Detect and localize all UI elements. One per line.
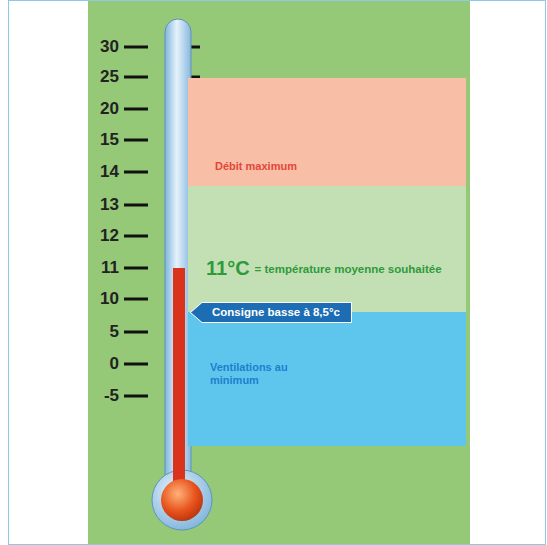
band-label: Ventilations au minimum [210,361,310,386]
scale-value: 0 [110,354,119,374]
scale-value: 10 [100,289,119,309]
scale-value: 12 [100,226,119,246]
mercury-bulb [161,479,203,521]
tick [124,171,148,174]
tick [124,76,148,79]
tick [124,267,148,270]
tick [124,108,148,111]
arrow-outline [191,303,352,323]
tick [124,298,148,301]
tick [124,395,148,398]
temperature-band: Débit maximum [188,78,466,186]
scale-value: 20 [100,99,119,119]
scale-value: 14 [100,162,119,182]
tick [124,139,148,142]
temperature-band: 11°C = température moyenne souhaitée [188,186,466,312]
scale-value: 13 [100,195,119,215]
scale-value: -5 [104,386,119,406]
band-label: Consigne basse à 8,5°c [212,306,340,319]
scale-value: 15 [100,130,119,150]
green-panel [88,1,470,544]
scale-value: 5 [110,322,119,342]
tick [191,46,200,49]
scale-value: 30 [100,37,119,57]
tick [124,363,148,366]
band-label: Débit maximum [215,160,297,173]
band-label: = température moyenne souhaitée [255,263,442,276]
tick [124,204,148,207]
scale-value: 25 [100,67,119,87]
setpoint-arrow: Consigne basse à 8,5°c [190,302,352,323]
thermometer-bulb [152,470,212,530]
frame [9,1,546,545]
mercury-column [173,268,185,490]
tick [124,235,148,238]
tick [124,331,148,334]
temperature-band: Ventilations au minimum [188,312,466,446]
tick [124,46,148,49]
scale-value: 11 [101,258,119,278]
temperature-value: 11°C [206,257,250,280]
